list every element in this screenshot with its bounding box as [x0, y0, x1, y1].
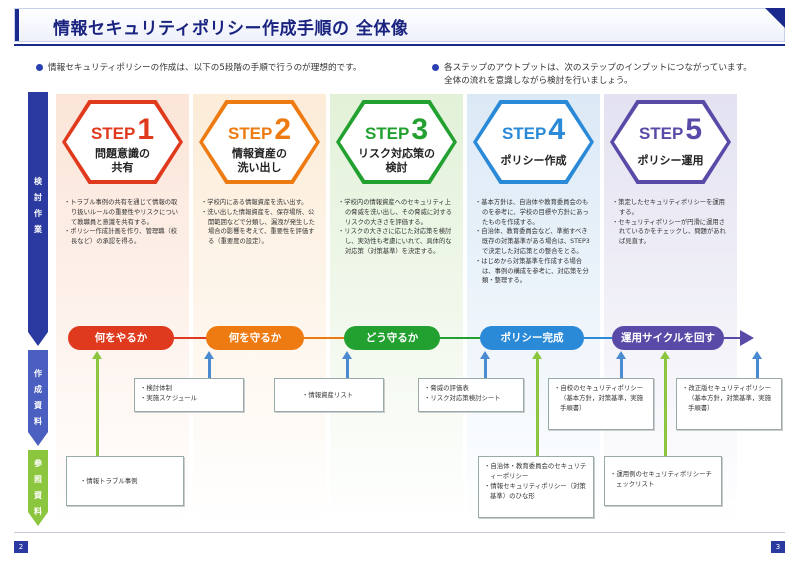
doc-connector-4: [620, 358, 623, 380]
doc-connector-5: [756, 358, 759, 380]
step5-oval: 運用サイクルを回す: [612, 326, 724, 350]
bullet-icon: [36, 64, 43, 71]
step5-hexagon: STEP5 ポリシー運用: [610, 100, 731, 184]
step2-oval: 何を守るか: [206, 326, 304, 350]
step3-title: リスク対応策の検討: [358, 147, 435, 174]
step5-description: ・策定したセキュリティポリシーを運用する。・セキュリティポリシーが円滑に運用され…: [612, 199, 726, 246]
side-label-work-text: 検討作業: [34, 177, 42, 234]
step3-label: STEP3: [364, 113, 429, 146]
step1-title: 問題意識の共有: [95, 147, 150, 174]
side-label-docs-text: 作成資料: [34, 369, 42, 426]
step2-description: ・学校内にある情報資産を洗い出す。・洗い出した情報資産を、保存場所、公開範囲など…: [201, 199, 315, 246]
step1-oval: 何をやるか: [68, 326, 174, 350]
intro-right-text-1: 各ステップのアウトプットは、次のステップのインプットにつながっています。: [444, 63, 752, 73]
page-number-right: 3: [771, 541, 785, 553]
intro-right: 各ステップのアウトプットは、次のステップのインプットにつながっています。 全体の…: [432, 62, 752, 88]
bottom-rule: [14, 532, 785, 533]
up-arrow-icon: [342, 351, 352, 359]
page-number-left: 2: [14, 541, 28, 553]
step5-ref-box: ・運用例のセキュリティポリシーチェックリスト: [604, 456, 722, 506]
step1-ref-box: ・情報トラブル事例: [66, 456, 184, 506]
title-bar: 情報セキュリティポリシー作成手順の 全体像: [14, 8, 785, 42]
up-arrow-icon: [616, 351, 626, 359]
step2-label: STEP2: [227, 113, 292, 146]
up-arrow-icon: [92, 351, 102, 359]
step1-description: ・トラブル事例の共有を通じて情報の取り扱いルールの重要性やリスクについて教職員と…: [64, 199, 179, 246]
step4-title: ポリシー作成: [500, 154, 567, 167]
step4-hexagon: STEP4 ポリシー作成: [473, 100, 594, 184]
intro-left-text: 情報セキュリティポリシーの作成は、以下の5段階の手順で行うのが理想的です。: [48, 63, 362, 73]
step4-ref-box: ・自治体・教育委員会のセキュリティーポリシー・情報セキュリティポリシー（対策基準…: [478, 456, 594, 518]
doc-connector-1: [208, 358, 211, 380]
up-arrow-icon: [480, 351, 490, 359]
side-label-docs: 作成資料: [30, 368, 46, 432]
step1-hexagon: STEP1 問題意識の共有: [62, 100, 183, 184]
step5-label: STEP5: [638, 113, 703, 146]
flow-line-3: [393, 337, 533, 339]
intro-left: 情報セキュリティポリシーの作成は、以下の5段階の手順で行うのが理想的です。: [36, 62, 361, 75]
ref-connector-1: [96, 358, 99, 458]
ref-connector-5: [664, 358, 667, 458]
side-label-work: 検討作業: [30, 176, 46, 240]
step3-oval: どう守るか: [344, 326, 440, 350]
flow-arrow-end-icon: [740, 330, 754, 346]
title-accent: [15, 9, 19, 41]
up-arrow-icon: [532, 351, 542, 359]
up-arrow-icon: [204, 351, 214, 359]
step2-title: 情報資産の洗い出し: [232, 147, 287, 174]
side-arrow-column: [28, 92, 48, 526]
step4-description: ・基本方針は、自治体や教育委員会のものを参考に、学校の目標や方針にあったものを作…: [475, 199, 590, 285]
flow-line-2: [256, 337, 396, 339]
step1-doc-box: ・検討体制・実施スケジュール: [134, 378, 244, 412]
doc-connector-3: [484, 358, 487, 380]
title-corner-decoration: [765, 8, 785, 28]
step4-label: STEP4: [501, 113, 566, 146]
intro-right-text-2: 全体の流れを意識しながら検討を行いましょう。: [444, 76, 633, 86]
doc-connector-2: [346, 358, 349, 380]
page-title: 情報セキュリティポリシー作成手順の 全体像: [53, 19, 409, 39]
step1-label: STEP1: [90, 113, 155, 146]
step4-oval: ポリシー完成: [480, 326, 584, 350]
step4-doc-box: ・自校のセキュリティポリシー（基本方針，対策基準，実施手順書）: [548, 378, 654, 430]
step3-doc-box: ・脅威の評価表・リスク対応策検討シート: [418, 378, 524, 412]
flow-line-4: [530, 337, 670, 339]
top-rule: [14, 44, 785, 46]
up-arrow-icon: [660, 351, 670, 359]
step5-title: ポリシー運用: [637, 154, 704, 167]
step3-description: ・学校内の情報資産へのセキュリティ上の脅威を洗い出し、その脅威に対するリスクの大…: [338, 199, 453, 255]
up-arrow-icon: [752, 351, 762, 359]
step3-hexagon: STEP3 リスク対応策の検討: [336, 100, 457, 184]
side-label-refs: 参照資料: [30, 458, 46, 522]
step5-doc-box: ・改正版セキュリティポリシー（基本方針，対策基準，実施手順書）: [676, 378, 782, 430]
ref-connector-4: [536, 358, 539, 458]
step2-doc-box: ・情報資産リスト: [274, 378, 384, 412]
step2-hexagon: STEP2 情報資産の洗い出し: [199, 100, 320, 184]
side-label-refs-text: 参照資料: [34, 459, 42, 516]
bullet-icon: [432, 64, 439, 71]
